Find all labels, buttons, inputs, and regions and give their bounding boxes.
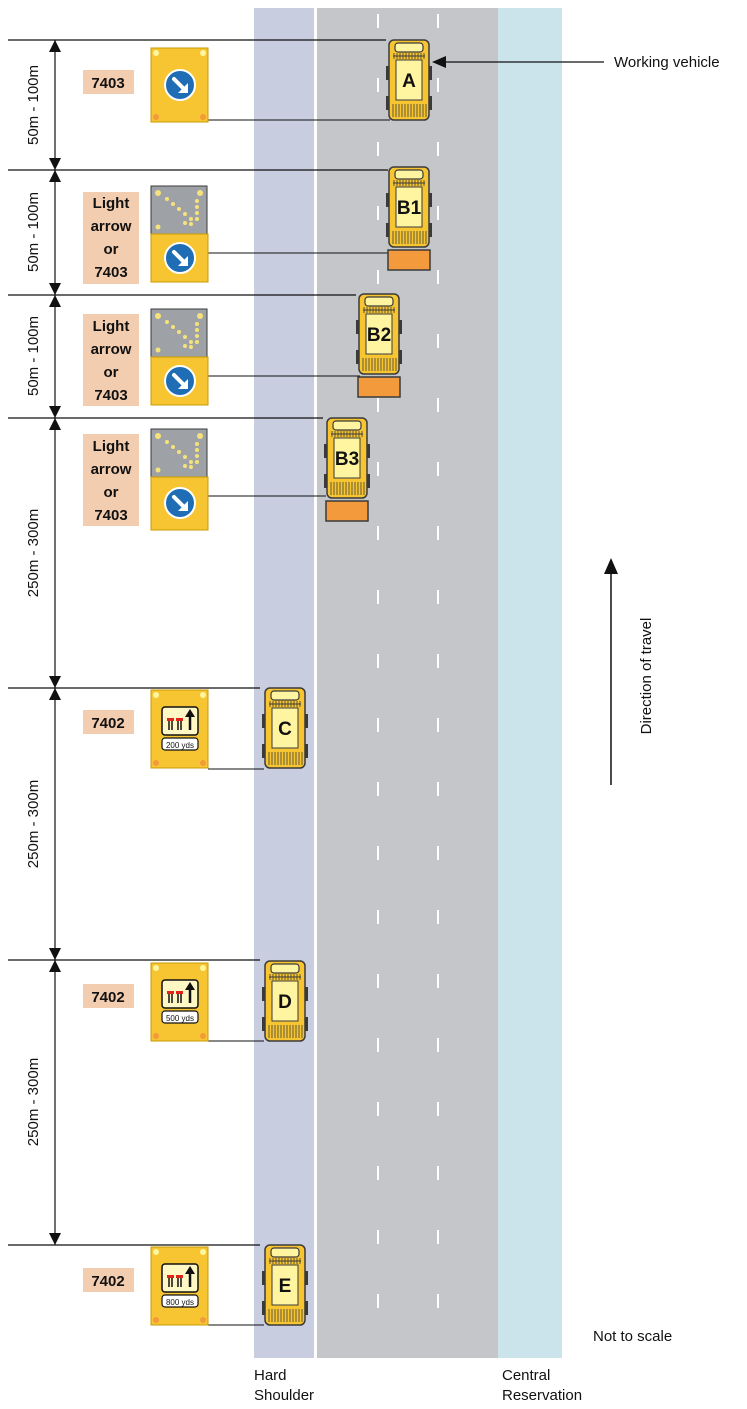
vehicle-label-b2: B2 — [367, 325, 391, 346]
sign-light-arrow-b2: Light arrow or 7403 — [83, 308, 209, 406]
central-reservation-label-2: Reservation — [502, 1387, 582, 1404]
sign-distance-c: 200 yds — [166, 741, 194, 750]
central-reservation-label-1: Central — [502, 1367, 550, 1384]
dimension-label-4: 250m - 300m — [25, 509, 42, 597]
sign-text: or — [104, 484, 119, 501]
vehicle-c: C — [261, 687, 309, 769]
sign-7402-d: 7402 500 yds — [83, 962, 209, 1042]
sign-code-c: 7402 — [91, 715, 124, 732]
up-arrow-icon — [604, 558, 618, 785]
light-arrow-board-icon — [150, 185, 208, 235]
sign-text: Light — [93, 438, 130, 455]
lane-markings — [377, 14, 439, 1308]
vehicle-label-d: D — [278, 992, 292, 1013]
sign-text: 7403 — [94, 387, 127, 404]
dimension-label-1: 50m - 100m — [25, 65, 42, 145]
central-reservation — [498, 8, 562, 1358]
vehicle-label-b1: B1 — [397, 198, 422, 219]
dimension-label-5: 250m - 300m — [25, 780, 42, 868]
sign-code-d: 7402 — [91, 989, 124, 1006]
sign-text: arrow — [91, 461, 132, 478]
dimension-arrow-up — [49, 688, 61, 700]
dimension-arrow-up — [49, 40, 61, 52]
sign-text: arrow — [91, 218, 132, 235]
sign-light-arrow-b3: Light arrow or 7403 — [83, 428, 209, 531]
dimension-arrow-down — [49, 948, 61, 960]
hard-shoulder-label-2: Shoulder — [254, 1387, 314, 1404]
sign-code-a: 7403 — [91, 75, 124, 92]
vehicle-label-c: C — [278, 719, 292, 740]
dimension-arrow-down — [49, 1233, 61, 1245]
working-vehicle-pointer — [432, 56, 604, 68]
vehicle-label-a: A — [402, 71, 416, 92]
sign-code-e: 7402 — [91, 1273, 124, 1290]
vehicle-b3: B3 — [323, 417, 371, 522]
dimension-arrow-down — [49, 158, 61, 170]
not-to-scale-label: Not to scale — [593, 1328, 672, 1345]
dimension-label-2: 50m - 100m — [25, 192, 42, 272]
sign-text: Light — [93, 195, 130, 212]
dimension-arrow-up — [49, 295, 61, 307]
direction-of-travel-label: Direction of travel — [638, 618, 655, 735]
sign-7402-c: 7402 200 yds — [83, 689, 209, 769]
keep-right-arrow-icon — [163, 364, 197, 398]
sign-distance-d: 500 yds — [166, 1014, 194, 1023]
vehicle-b1: B1 — [385, 166, 433, 271]
sign-7403-a: 7403 — [83, 47, 209, 123]
vehicle-d: D — [261, 960, 309, 1042]
impact-protection — [387, 249, 431, 271]
dimension-label-3: 50m - 100m — [25, 316, 42, 396]
edge-line — [314, 8, 317, 1358]
vehicle-label-e: E — [279, 1276, 292, 1297]
sign-connectors — [208, 119, 390, 1326]
dimension-label-6: 250m - 300m — [25, 1058, 42, 1146]
dimension-arrow-up — [49, 418, 61, 430]
dimension-arrow-up — [49, 170, 61, 182]
sign-light-arrow-b1: Light arrow or 7403 — [83, 185, 209, 284]
sign-distance-e: 800 yds — [166, 1298, 194, 1307]
hard-shoulder-label-1: Hard — [254, 1367, 287, 1384]
sign-text: 7403 — [94, 507, 127, 524]
keep-right-arrow-icon — [163, 486, 197, 520]
impact-protection — [325, 500, 369, 522]
dimension-line — [8, 39, 388, 1246]
dimension-arrow-down — [49, 283, 61, 295]
working-vehicle-label: Working vehicle — [614, 54, 720, 71]
sign-text: or — [104, 364, 119, 381]
dimension-arrow-down — [49, 676, 61, 688]
dimension-arrow-up — [49, 960, 61, 972]
vehicle-e: E — [261, 1244, 309, 1326]
sign-text: Light — [93, 318, 130, 335]
sign-text: arrow — [91, 341, 132, 358]
sign-text: 7403 — [94, 264, 127, 281]
vehicle-a: A — [385, 39, 433, 121]
dimension-arrows — [49, 40, 61, 1245]
sign-text: or — [104, 241, 119, 258]
light-arrow-board-icon — [150, 308, 208, 358]
vehicle-b2: B2 — [355, 293, 403, 398]
dimension-arrow-down — [49, 406, 61, 418]
impact-protection — [357, 376, 401, 398]
vehicle-label-b3: B3 — [335, 449, 359, 470]
hard-shoulder — [254, 8, 314, 1358]
sign-7402-e: 7402 800 yds — [83, 1246, 209, 1326]
keep-right-arrow-icon — [163, 68, 197, 102]
light-arrow-board-icon — [150, 428, 208, 478]
keep-right-arrow-icon — [163, 241, 197, 275]
